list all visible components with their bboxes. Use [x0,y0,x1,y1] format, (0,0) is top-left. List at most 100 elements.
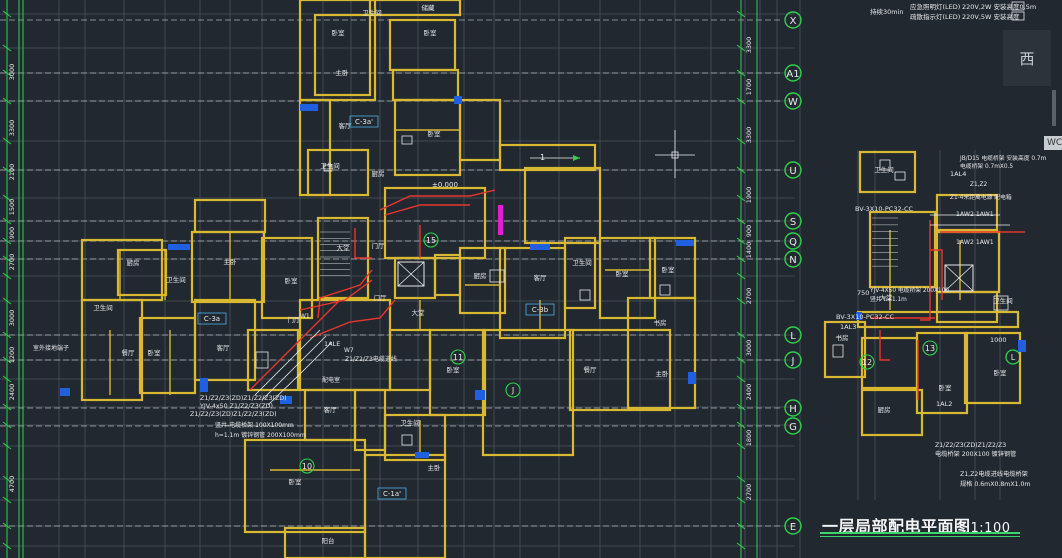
dim-right: 3300 [745,127,753,144]
fixture [401,434,413,446]
circle-marker-label: 15 [426,236,436,245]
room-label: 门厅 [288,315,302,324]
axis-bubble [784,250,802,268]
dim-tick [736,542,746,550]
annotation: 疏散指示灯(LED) [910,12,960,21]
dim-tick [2,217,12,225]
room-label: 书房 [654,318,667,327]
room-label: 客厅 [324,405,338,414]
unit-tag: C-3a [204,315,220,323]
window-glazing [454,96,462,104]
dim-tick [2,496,12,504]
room-label: 主卧 [656,369,670,378]
dim-tick [736,403,746,411]
cable-run [267,341,333,406]
dim-tick [2,475,12,483]
viewcube[interactable]: 西 [1003,30,1051,86]
wall [303,388,357,442]
room-label: 储藏 [422,3,436,12]
unit-tag-box [377,487,407,500]
dim-tick [2,44,12,52]
axis-bubble-label: G [789,422,797,433]
wall [568,328,672,412]
wall [243,438,367,534]
window-glazing [60,388,70,396]
wall [116,248,168,297]
dim-tick [736,194,746,202]
axis-bubble-label: E [790,522,796,533]
dim-tick [736,522,746,530]
annotation: Z1/Z2/Z3(ZD)Z1/Z2/Z3 [935,442,1006,449]
fixture [401,135,413,145]
dim-tick [2,194,12,202]
annotation: 220V,5W 安装高度 [962,12,1020,21]
annotation: 1000 [990,336,1007,344]
annotation: Z1,Z2电缆进线电缆桥架 [960,470,1028,478]
room-label: 卫生间 [166,275,186,284]
room-label: 卫生间 [320,161,340,170]
unit-tag: C-3a' [355,118,373,126]
wall [915,331,969,415]
room-label: 餐厅 [122,348,136,357]
annotation: 1AL4 [950,170,966,178]
annotation: 应急照明灯(LED) [910,2,960,11]
dim-tick [2,356,12,364]
dim-right: 3000 [745,340,753,357]
axis-bubble [784,232,802,250]
window-glazing [475,390,485,400]
room-label: 卫生间 [874,165,894,174]
lamp-symbol [1011,1,1025,11]
wall [363,453,447,558]
room-label: 卫生间 [993,296,1013,305]
axis-bubble [784,92,802,110]
room-label: 卫生间 [400,418,420,427]
elevator-box [944,264,974,292]
wall [388,18,457,72]
dim-tick [2,421,12,429]
dim-left: 3000 [8,310,16,327]
fixture [993,295,1009,311]
annotation: 1AL3 [840,323,856,331]
cable-run [261,335,327,401]
room-label: 厨房 [372,169,385,178]
room-label: 客厅 [534,273,548,282]
annotation: 配电室 [322,376,340,384]
dim-right: 900 [745,225,753,237]
wall [458,246,507,315]
wall [563,236,597,310]
riser-marker [498,205,503,235]
dim-tick [736,44,746,52]
axis-bubble-label: J [791,356,795,367]
room-label: 主卧 [224,257,238,266]
axis-bubble [784,11,802,29]
annotation: W7 [344,347,354,354]
dim-tick [736,97,746,105]
lamp-symbol [1011,11,1025,21]
room-label: 卫生间 [362,8,382,17]
unit-tag: C-1a' [383,490,401,498]
wall [523,166,602,245]
annotation: BV-3X10-PC32-CC [855,205,913,213]
axis-bubble [784,351,802,369]
wall [283,526,367,558]
dim-right: 1900 [745,187,753,204]
circle-marker-label: 11 [453,353,463,362]
annotation: Z1-4米距离电源 配电箱 [950,193,1012,201]
elevator-box [397,261,425,287]
wall [626,296,697,410]
wall [428,328,487,417]
power-line [299,279,373,311]
room-label: 大堂 [412,308,426,317]
annotation: 电缆桥架 0.7mX0.5 [960,162,1013,170]
toolbar-edge [1052,90,1056,126]
window-glazing [415,452,429,458]
fixture [579,289,591,301]
axis-lines [0,0,1021,558]
power-line [879,330,890,361]
window-glazing [676,240,694,246]
dim-tick [736,255,746,263]
wall [858,150,917,194]
wcs-menu-button[interactable]: WCS [1044,136,1062,150]
circle-marker [922,340,938,356]
